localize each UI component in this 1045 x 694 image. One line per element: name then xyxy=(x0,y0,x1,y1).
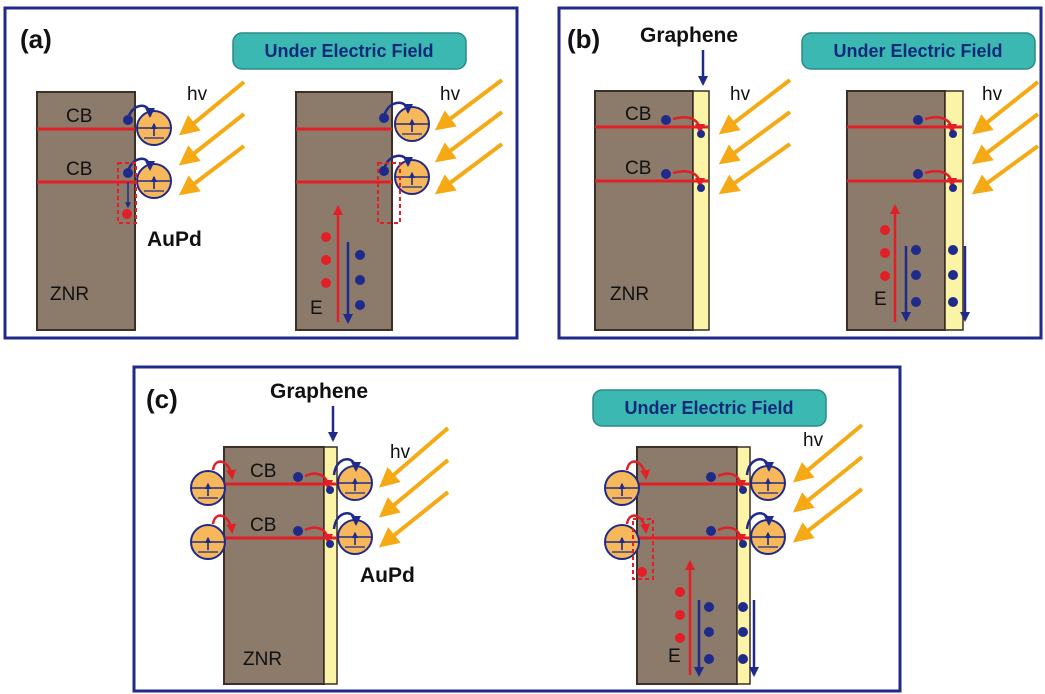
panel-c-graphene-label: Graphene xyxy=(270,380,368,403)
hole xyxy=(675,610,685,620)
hole xyxy=(880,248,890,258)
panel-b-znr-label: ZNR xyxy=(610,284,649,305)
panel-b-graphene-left xyxy=(692,90,710,331)
panel-c-letter: (c) xyxy=(146,384,178,414)
schottky-region xyxy=(117,162,137,224)
electron xyxy=(704,602,714,612)
hole xyxy=(675,587,685,597)
panel-b-znr-slab-left xyxy=(594,90,694,331)
hole xyxy=(321,255,331,265)
panel-b-cb-label-1: CB xyxy=(625,104,651,125)
electron xyxy=(697,130,705,138)
hole xyxy=(675,633,685,643)
panel-a-cb-label-1: CB xyxy=(66,106,92,127)
electron xyxy=(326,486,334,494)
panel-a-cb-label-2: CB xyxy=(66,159,92,180)
electron xyxy=(913,169,923,179)
electron xyxy=(293,472,303,482)
electron xyxy=(913,115,923,125)
panel-b-letter: (b) xyxy=(567,24,600,54)
panel-a-aupd-label: AuPd xyxy=(147,228,202,251)
electron xyxy=(911,270,921,280)
electron xyxy=(739,540,747,548)
hole xyxy=(880,271,890,281)
electron xyxy=(326,540,334,548)
panel-a-letter: (a) xyxy=(20,24,52,54)
electron xyxy=(706,472,716,482)
hole xyxy=(122,209,132,219)
electron xyxy=(355,250,365,260)
electron xyxy=(738,654,748,664)
panel-a-hv-label-2: hv xyxy=(440,84,461,105)
electron xyxy=(739,486,747,494)
electron xyxy=(661,115,671,125)
panel-c-banner: Under Electric Field xyxy=(592,389,827,427)
panel-b-graphene-right xyxy=(944,90,964,331)
panel-a: (a) Under Electric Field CB CB ZNR AuPd … xyxy=(3,6,519,340)
panel-b-banner-text: Under Electric Field xyxy=(833,41,1002,61)
panel-c-graphene-left xyxy=(323,446,338,685)
panel-c-cb-label-1: CB xyxy=(250,461,276,482)
electron xyxy=(697,184,705,192)
panel-b-graphene-label: Graphene xyxy=(640,24,738,47)
panel-a-banner-text: Under Electric Field xyxy=(264,41,433,61)
panel-c-graphene-right xyxy=(736,446,751,685)
panel-a-znr-label: ZNR xyxy=(50,284,89,305)
panel-b-hv-label: hv xyxy=(730,84,751,105)
electron xyxy=(706,526,716,536)
electron xyxy=(949,130,957,138)
electron xyxy=(738,602,748,612)
electron xyxy=(704,654,714,664)
hole xyxy=(880,225,890,235)
panel-b: (b) Graphene Under Electric Field CB CB … xyxy=(557,6,1043,340)
panel-a-hv-label: hv xyxy=(187,84,208,105)
panel-b-hv-label-2: hv xyxy=(982,84,1003,105)
electron xyxy=(949,184,957,192)
panel-c-cb-label-2: CB xyxy=(250,515,276,536)
electron xyxy=(355,300,365,310)
electron xyxy=(661,169,671,179)
electron xyxy=(738,627,748,637)
panel-a-banner: Under Electric Field xyxy=(232,32,467,70)
panel-c-znr-label: ZNR xyxy=(243,649,282,670)
schottky-region xyxy=(377,162,401,224)
panel-c-aupd-label: AuPd xyxy=(360,564,415,587)
electron xyxy=(948,270,958,280)
electron xyxy=(948,245,958,255)
electron xyxy=(293,526,303,536)
panel-c-hv-label: hv xyxy=(390,442,411,463)
electron xyxy=(948,297,958,307)
electron xyxy=(911,297,921,307)
hole xyxy=(321,232,331,242)
panel-a-e-label: E xyxy=(310,298,323,319)
panel-b-cb-label-2: CB xyxy=(625,158,651,179)
panel-b-e-label: E xyxy=(874,289,887,310)
panel-c-hv-label-2: hv xyxy=(803,430,824,451)
panel-c: (c) Graphene Under Electric Field CB CB … xyxy=(132,365,902,693)
electron xyxy=(355,275,365,285)
hole xyxy=(637,567,647,577)
electron xyxy=(911,245,921,255)
panel-a-znr-slab-right xyxy=(295,91,393,331)
schottky-region xyxy=(632,518,654,580)
panel-b-banner: Under Electric Field xyxy=(801,32,1036,70)
panel-c-znr-slab-left xyxy=(223,446,325,685)
panel-c-banner-text: Under Electric Field xyxy=(624,398,793,418)
electron xyxy=(704,627,714,637)
hole xyxy=(321,278,331,288)
panel-c-e-label: E xyxy=(668,646,681,667)
